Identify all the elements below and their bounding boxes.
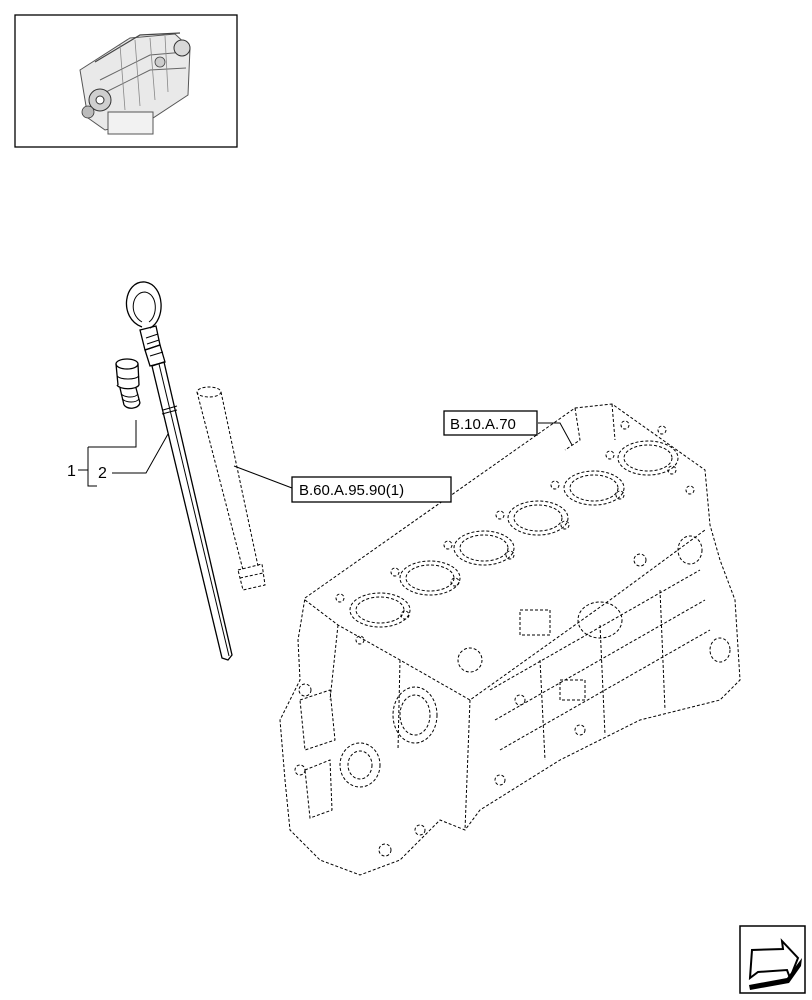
reference-engine-block-link[interactable]: B.10.A.70 [443,410,538,436]
dipstick-tube [196,386,266,591]
callout-leaders [78,420,573,489]
callout-item-1: 1 [67,463,76,480]
reference-dipstick-tube-label: B.60.A.95.90(1) [299,482,404,499]
next-page-button[interactable] [739,925,806,994]
oil-dipstick[interactable] [125,281,233,661]
engine-thumbnail[interactable] [14,14,238,148]
reference-engine-block-label: B.10.A.70 [450,416,516,433]
dipstick-cap[interactable] [115,358,141,409]
reference-dipstick-tube-link[interactable]: B.60.A.95.90(1) [291,476,452,503]
next-page-arrow-icon [748,938,802,990]
engine-thumbnail-icon [79,32,191,135]
engine-block [279,403,741,876]
callout-item-2: 2 [98,465,107,482]
